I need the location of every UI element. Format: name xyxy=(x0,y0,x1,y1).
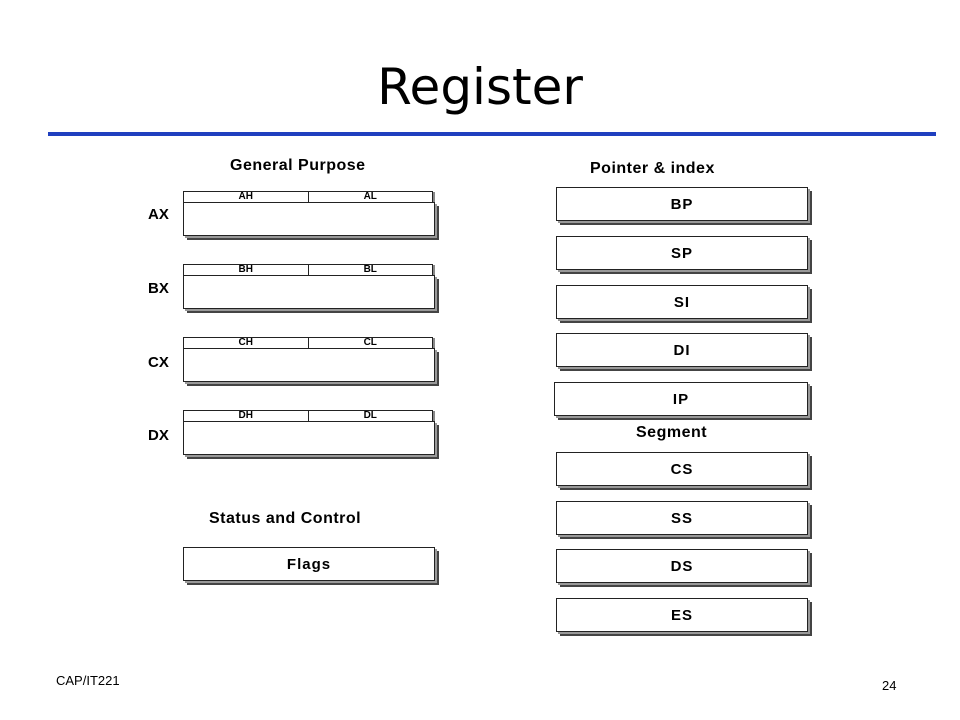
register-box-cx xyxy=(183,348,435,382)
register-box-ax xyxy=(183,202,435,236)
low-byte-dl: DL xyxy=(307,411,433,421)
high-byte-dh: DH xyxy=(238,410,253,421)
register-box-dx xyxy=(183,421,435,455)
page-number: 24 xyxy=(882,678,897,693)
title-rule xyxy=(48,132,936,136)
register-label-bx: BX xyxy=(148,280,169,297)
register-box-bp: BP xyxy=(556,187,808,221)
register-box-cs: CS xyxy=(556,452,808,486)
low-byte-al: AL xyxy=(307,192,433,202)
register-box-bx xyxy=(183,275,435,309)
high-byte-ah: AH xyxy=(238,191,253,202)
high-byte-bh: BH xyxy=(238,264,253,275)
slide-title: Register xyxy=(377,58,583,116)
register-box-ip: IP xyxy=(554,382,808,416)
register-label-cx: CX xyxy=(148,354,169,371)
register-box-di: DI xyxy=(556,333,808,367)
register-box-sp: SP xyxy=(556,236,808,270)
register-box-flags: Flags xyxy=(183,547,435,581)
register-box-ds: DS xyxy=(556,549,808,583)
status-control-title: Status and Control xyxy=(209,510,362,527)
register-box-si: SI xyxy=(556,285,808,319)
footer-course-code: CAP/IT221 xyxy=(56,673,120,688)
segment-title: Segment xyxy=(636,424,708,441)
high-byte-ch: CH xyxy=(238,337,253,348)
pointer-index-title: Pointer & index xyxy=(590,160,715,177)
register-label-ax: AX xyxy=(148,206,169,223)
low-byte-bl: BL xyxy=(307,265,433,275)
register-box-es: ES xyxy=(556,598,808,632)
register-box-ss: SS xyxy=(556,501,808,535)
low-byte-cl: CL xyxy=(307,338,433,348)
register-label-dx: DX xyxy=(148,427,169,444)
general-purpose-title: General Purpose xyxy=(230,157,366,174)
